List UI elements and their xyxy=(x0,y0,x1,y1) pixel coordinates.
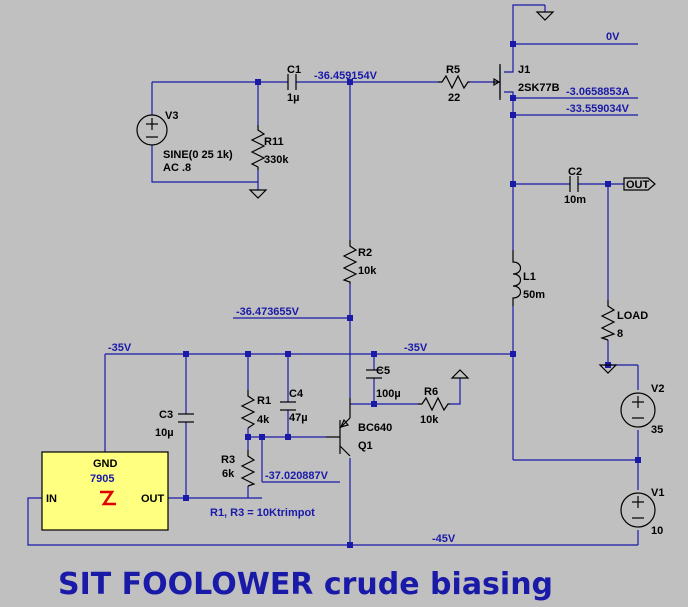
inductor-l1[interactable] xyxy=(512,250,522,306)
v3-value: SINE(0 25 1k) xyxy=(163,149,233,161)
transistor-q1[interactable] xyxy=(326,398,351,457)
capacitor-c3[interactable] xyxy=(178,413,194,423)
c4-name: C4 xyxy=(289,388,304,400)
regulator-7905[interactable] xyxy=(41,451,169,531)
ground-symbol-load xyxy=(598,364,618,374)
r2-name: R2 xyxy=(358,247,372,259)
r11-value: 330k xyxy=(264,154,289,166)
net-m45: -45V xyxy=(432,533,456,545)
r11-name: R11 xyxy=(264,136,284,148)
r1-name: R1 xyxy=(257,395,271,407)
c1-value: 1µ xyxy=(287,92,299,104)
component-labels: V3 SINE(0 25 1k) AC .8 C1 1µ R11 330k R5… xyxy=(46,64,664,537)
capacitor-c4[interactable] xyxy=(280,401,296,411)
trimpot-note: R1, R3 = 10Ktrimpot xyxy=(210,507,315,519)
source-v2[interactable] xyxy=(620,392,656,428)
load-value: 8 xyxy=(617,328,623,340)
r5-value: 22 xyxy=(448,92,460,104)
r3-value: 6k xyxy=(222,468,235,480)
r2-value: 10k xyxy=(358,265,377,277)
v2-value: 35 xyxy=(651,424,663,436)
q1-name: Q1 xyxy=(358,440,373,452)
r6-name: R6 xyxy=(424,386,438,398)
r1-value: 4k xyxy=(257,414,270,426)
r5-name: R5 xyxy=(446,64,460,76)
capacitor-c2[interactable] xyxy=(569,176,579,192)
c5-name: C5 xyxy=(376,365,390,377)
capacitor-c5[interactable] xyxy=(366,369,382,379)
resistor-r5[interactable] xyxy=(438,74,470,90)
c3-name: C3 xyxy=(159,409,173,421)
resistor-r3[interactable] xyxy=(240,450,256,487)
net-labels: 0V -36.459154V -3.0658853A -33.559034V O… xyxy=(108,31,650,545)
l1-name: L1 xyxy=(523,271,536,283)
out-port-tag xyxy=(623,177,656,191)
regulator-logo-icon xyxy=(100,490,116,506)
regulator-in-label: IN xyxy=(46,493,57,505)
r6-value: 10k xyxy=(420,414,439,426)
resistor-r2[interactable] xyxy=(342,240,358,284)
ground-symbol-r6 xyxy=(450,369,470,379)
load-name: LOAD xyxy=(617,310,648,322)
l1-value: 50m xyxy=(523,289,545,301)
net-out: OUT xyxy=(626,179,650,191)
j1-value: 2SK77B xyxy=(518,82,560,94)
junctions xyxy=(183,41,641,548)
net-36-459: -36.459154V xyxy=(314,70,378,82)
capacitor-c1[interactable] xyxy=(287,74,297,90)
v3-value2: AC .8 xyxy=(163,162,191,174)
v2-name: V2 xyxy=(651,383,664,395)
net-36-473: -36.473655V xyxy=(236,306,300,318)
source-v1[interactable] xyxy=(620,492,656,528)
net-37-020: -37.020887V xyxy=(265,470,329,482)
net-3-065: -3.0658853A xyxy=(566,86,630,98)
c2-name: C2 xyxy=(568,166,582,178)
net-33-559: -33.559034V xyxy=(566,103,630,115)
resistor-r6[interactable] xyxy=(418,396,450,412)
regulator-part-label: 7905 xyxy=(90,473,114,485)
c1-name: C1 xyxy=(287,64,301,76)
schematic-title: SIT FOOLOWER crude biasing xyxy=(58,567,553,602)
c4-value: 47µ xyxy=(289,412,308,424)
v1-name: V1 xyxy=(651,487,664,499)
resistor-r1[interactable] xyxy=(240,390,256,429)
c2-value: 10m xyxy=(564,194,586,206)
v1-value: 10 xyxy=(651,525,663,537)
jfet-j1[interactable] xyxy=(493,64,501,100)
c5-value: 100µ xyxy=(376,388,401,400)
net-m35-right: -35V xyxy=(404,342,428,354)
regulator-gnd-label: GND xyxy=(93,458,118,470)
net-0v: 0V xyxy=(606,31,620,43)
v3-name: V3 xyxy=(165,110,178,122)
r3-name: R3 xyxy=(221,454,235,466)
regulator-out-label: OUT xyxy=(141,493,165,505)
j1-name: J1 xyxy=(518,64,530,76)
resistor-load[interactable] xyxy=(600,300,616,341)
resistor-r11[interactable] xyxy=(250,125,266,170)
source-v3[interactable] xyxy=(136,114,168,146)
c3-value: 10µ xyxy=(155,427,174,439)
net-m35-left: -35V xyxy=(108,342,132,354)
q1-model: BC640 xyxy=(358,422,392,434)
ground-symbol-v3 xyxy=(248,189,268,199)
ground-symbol-top xyxy=(535,11,555,21)
